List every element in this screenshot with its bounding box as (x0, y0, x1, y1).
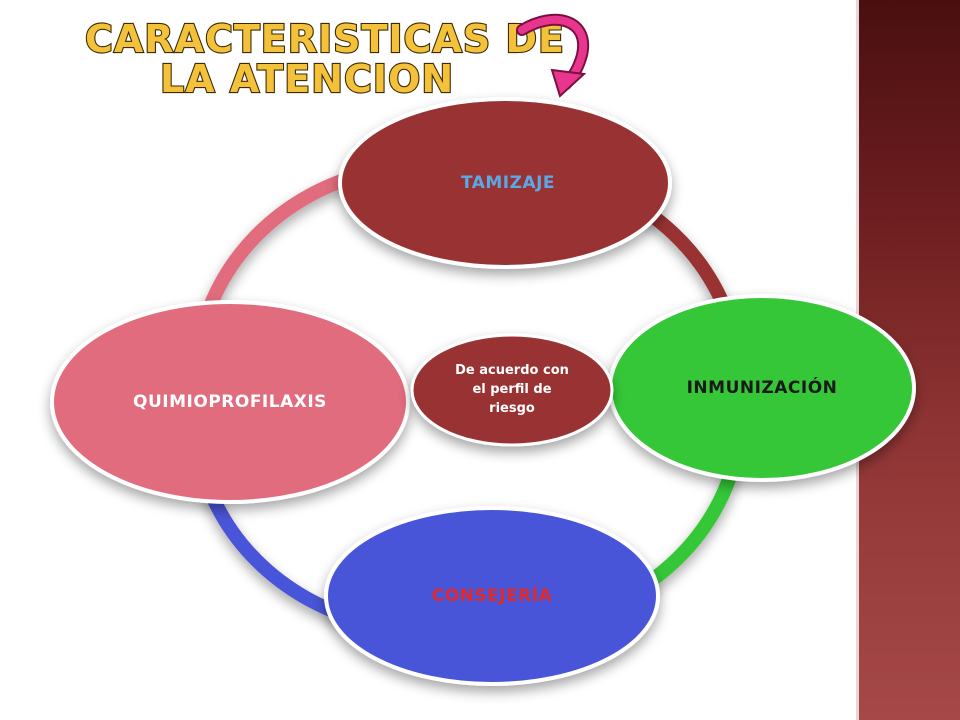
node-consejeria-label: CONSEJERÍA (432, 584, 553, 606)
slide-title-line1: CARACTERISTICAS DE (85, 17, 565, 61)
center-label-line3: riesgo (489, 401, 535, 416)
curved-arrow-down-icon (516, 13, 590, 98)
node-quimioprofilaxis: QUIMIOPROFILAXIS (50, 300, 410, 504)
slide-title-line2: LA ATENCION (160, 57, 454, 101)
node-tamizaje-label: TAMIZAJE (461, 173, 555, 193)
center-label-line1: De acuerdo con (455, 363, 569, 378)
node-inmunizacion: INMUNIZACIÓN (608, 294, 916, 482)
center-label-line2: el perfil de (472, 382, 551, 397)
node-consejeria: CONSEJERÍA (324, 506, 660, 686)
node-inmunizacion-label: INMUNIZACIÓN (687, 376, 838, 398)
node-quimioprofilaxis-label: QUIMIOPROFILAXIS (133, 392, 327, 412)
center-node: De acuerdo con el perfil de riesgo (410, 333, 614, 447)
node-tamizaje: TAMIZAJE (338, 97, 672, 269)
